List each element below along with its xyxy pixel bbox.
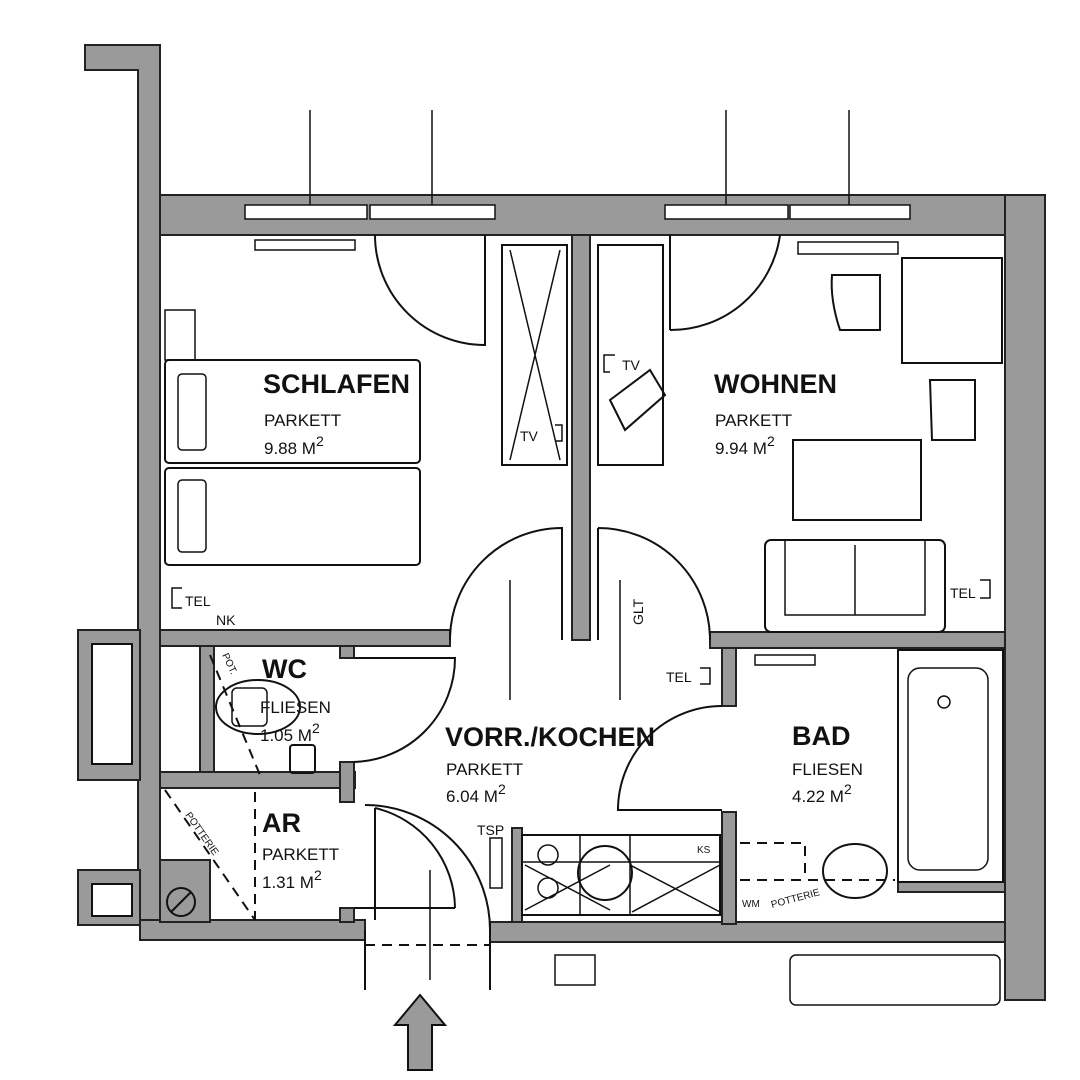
tsp-label: TSP: [477, 822, 504, 838]
interior-wall-wohnen-south: [709, 631, 1006, 649]
chair-1: [830, 274, 881, 331]
door-bad: [616, 705, 723, 811]
room-wc: WC FLIESEN 1.05 M2: [260, 654, 331, 745]
room-name: WOHNEN: [714, 369, 837, 399]
floor-type: PARKETT: [262, 845, 339, 864]
wc-sink: [289, 744, 316, 774]
tel-label-schlafen: TEL: [185, 593, 211, 609]
area: 9.88 M2: [264, 433, 324, 458]
exterior-wall-right: [1004, 194, 1046, 1001]
tv-cabinet: [597, 244, 664, 466]
room-vorr-kochen: VORR./KOCHEN PARKETT 6.04 M2: [445, 722, 655, 806]
tv-set: [608, 368, 667, 432]
floor-type: FLIESEN: [260, 698, 331, 717]
room-name: VORR./KOCHEN: [445, 722, 655, 752]
kitchen-counter: [521, 834, 721, 916]
wardrobe: [501, 244, 568, 466]
bed-1: [164, 359, 421, 464]
windows: [244, 110, 911, 666]
bad-niche-wall: [897, 881, 1006, 893]
door-wc: [353, 657, 457, 763]
bed-2: [164, 467, 421, 566]
door-ar: [354, 807, 456, 920]
floor-type: PARKETT: [264, 411, 341, 430]
ks-label: KS: [697, 845, 711, 856]
glt-label: GLT: [630, 598, 646, 625]
tv-label-schlafen: TV: [520, 428, 539, 444]
nk-label: NK: [216, 612, 236, 628]
door-entrance: [364, 804, 491, 990]
kitchen-sink: [577, 845, 633, 901]
pot-label: POT.: [219, 652, 238, 677]
exterior-wall-left: [84, 44, 161, 926]
room-ar: AR PARKETT 1.31 M2: [262, 808, 339, 892]
door-wohnen: [597, 527, 711, 641]
room-schlafen: SCHLAFEN PARKETT 9.88 M2: [263, 369, 410, 458]
entrance-arrow-icon: [392, 993, 448, 1071]
wall-wc-right-top: [339, 645, 355, 659]
room-name: BAD: [792, 721, 851, 751]
doors: [353, 234, 781, 990]
floor-type: PARKETT: [446, 760, 523, 779]
kitchen-wall-left: [511, 827, 523, 923]
room-name: WC: [262, 654, 307, 684]
partition-schlafen-wohnen: [571, 234, 591, 641]
dining-table: [792, 439, 922, 521]
shaft-icon: [166, 887, 196, 917]
walls: [77, 44, 1046, 1001]
door-schlafen-balcony: [374, 234, 486, 347]
sofa: [764, 539, 946, 633]
wall-wc-ar: [159, 771, 356, 789]
wall-bad-left-bottom: [721, 811, 737, 925]
tel-label-vorraum: TEL: [666, 669, 692, 685]
wall-bad-left-top: [721, 647, 737, 707]
window-schlafen-2: [369, 204, 496, 220]
room-bad: BAD FLIESEN 4.22 M2: [792, 721, 863, 806]
desk: [901, 257, 1003, 364]
exterior-wall-bottom-right: [489, 921, 1006, 943]
room-name: SCHLAFEN: [263, 369, 410, 399]
room-wohnen: WOHNEN PARKETT 9.94 M2: [714, 369, 837, 458]
stove: [537, 844, 559, 866]
interior-wall-schlafen-south: [159, 629, 451, 647]
furniture: [164, 244, 1004, 1006]
window-wohnen-1: [664, 204, 789, 220]
floor-type: PARKETT: [715, 411, 792, 430]
area: 1.05 M2: [260, 720, 320, 745]
area: 9.94 M2: [715, 433, 775, 458]
shaft-wall: [159, 859, 211, 923]
wall-wc-left: [199, 645, 215, 777]
door-wohnen-balcony: [669, 234, 781, 332]
bathtub: [897, 649, 1004, 883]
area: 4.22 M2: [792, 781, 852, 806]
floor-type: FLIESEN: [792, 760, 863, 779]
potterie-label-ar: POTTERIE: [183, 810, 221, 858]
area: 1.31 M2: [262, 867, 322, 892]
potterie-label-bad: POTTERIE: [770, 887, 821, 911]
toilet: [215, 679, 301, 735]
door-schlafen: [449, 526, 563, 641]
wall-wc-right-bottom: [339, 761, 355, 803]
wm-label: WM: [742, 899, 760, 910]
window-wohnen-2: [789, 204, 911, 220]
washbasin: [822, 843, 888, 899]
window-schlafen-1: [244, 204, 368, 220]
room-name: AR: [262, 808, 301, 838]
tv-label-wohnen: TV: [622, 357, 641, 373]
area: 6.04 M2: [446, 781, 506, 806]
wall-ar-right: [339, 907, 355, 923]
chair-2: [928, 379, 976, 441]
tel-label-wohnen: TEL: [950, 585, 976, 601]
